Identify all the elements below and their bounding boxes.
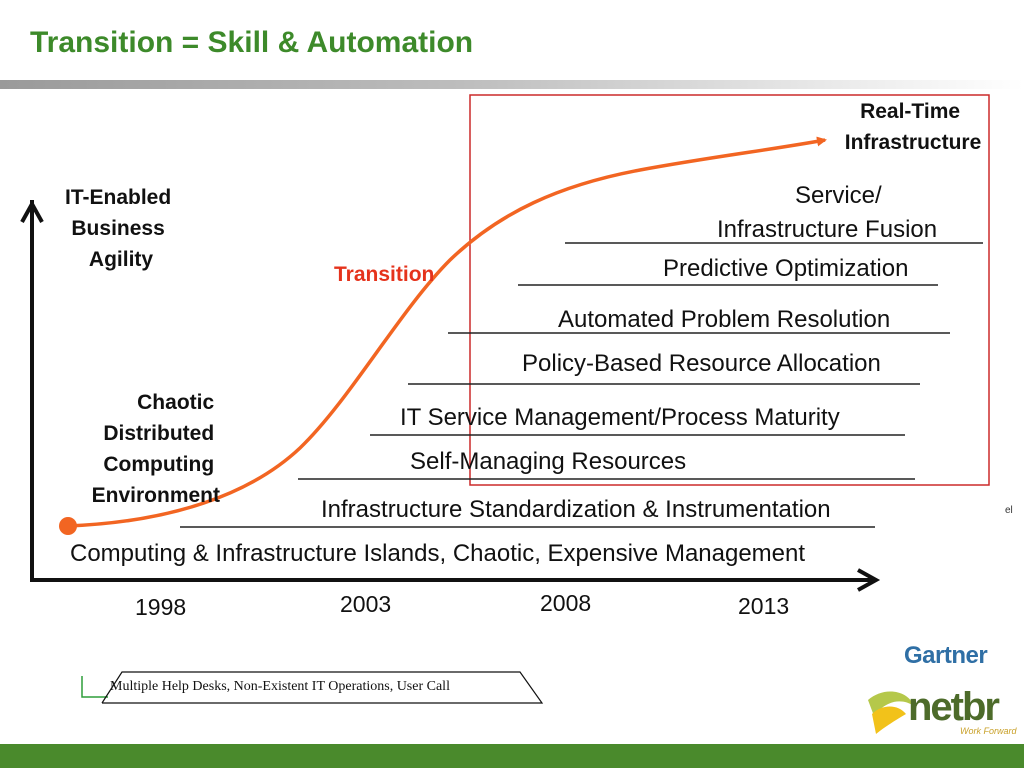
start-state-label: Chaotic Distributed Computing Environmen…	[92, 391, 220, 507]
year-label-4: 2013	[738, 593, 789, 619]
y-axis-label-line-1: IT-Enabled	[65, 186, 171, 209]
year-label-2: 2003	[340, 591, 391, 617]
start-label-line-4: Environment	[92, 484, 220, 507]
slide-title: Transition = Skill & Automation	[30, 26, 474, 59]
clipped-shape-text: Multiple Help Desks, Non-Existent IT Ope…	[110, 679, 450, 694]
transition-curve	[67, 136, 827, 528]
netbr-tagline: Work Forward	[960, 726, 1017, 736]
transition-label: Transition	[334, 263, 434, 286]
start-label-line-3: Computing	[103, 453, 214, 476]
end-label-line-2: Infrastructure	[845, 131, 982, 154]
step-label-4: IT Service Management/Process Maturity	[400, 404, 840, 431]
step-label-1: Computing & Infrastructure Islands, Chao…	[70, 540, 805, 567]
step-label-5: Policy-Based Resource Allocation	[522, 350, 881, 377]
highlight-box	[469, 94, 990, 486]
netbr-logo: netbr Work Forward	[868, 685, 1017, 736]
clipped-fragment-text: el	[1005, 505, 1013, 516]
netbr-logo-swoosh-2	[872, 706, 906, 734]
netbr-logo-text: netbr	[908, 685, 999, 729]
y-axis-label: IT-Enabled Business Agility	[65, 186, 177, 271]
clipped-shape: Multiple Help Desks, Non-Existent IT Ope…	[81, 671, 544, 704]
end-state-label: Real-Time Infrastructure	[845, 100, 982, 154]
footer-bar	[0, 744, 1024, 768]
step-label-6: Automated Problem Resolution	[558, 306, 890, 333]
step-label-2: Infrastructure Standardization & Instrum…	[321, 496, 831, 523]
start-label-line-2: Distributed	[103, 422, 214, 445]
y-axis-label-line-2: Business	[71, 217, 164, 240]
y-axis-arrowhead	[20, 199, 44, 223]
start-label-line-1: Chaotic	[137, 391, 214, 414]
year-label-1: 1998	[135, 594, 186, 620]
step-label-3: Self-Managing Resources	[410, 448, 686, 475]
x-axis-arrowhead	[857, 568, 881, 592]
end-label-line-1: Real-Time	[860, 100, 960, 123]
step-label-8-line-1: Service/	[795, 182, 882, 209]
year-label-3: 2008	[540, 590, 591, 616]
step-label-8-line-2: Infrastructure Fusion	[717, 216, 937, 243]
y-axis-label-line-3: Agility	[89, 248, 153, 271]
step-label-7: Predictive Optimization	[663, 255, 908, 282]
curve-start-dot	[59, 517, 77, 535]
gartner-logo-text: Gartner	[904, 642, 988, 669]
title-divider-bar	[0, 80, 1024, 89]
